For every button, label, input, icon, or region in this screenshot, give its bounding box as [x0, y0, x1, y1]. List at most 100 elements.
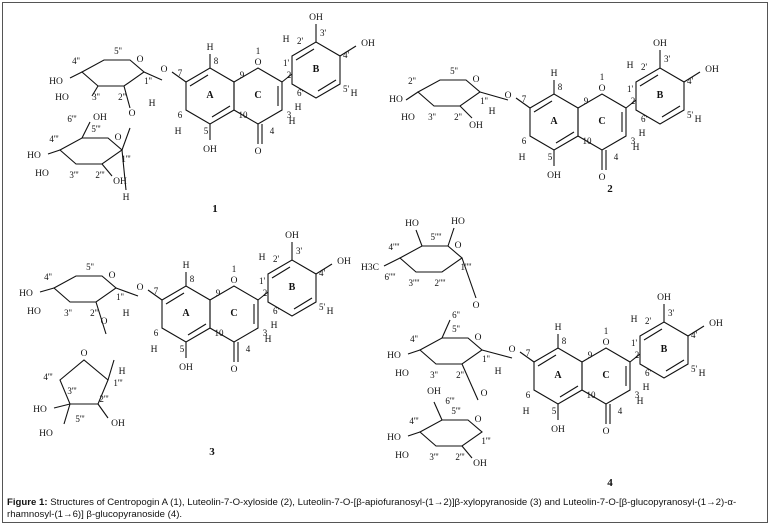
- c4-rha-c2-label: 2'''': [435, 278, 446, 288]
- c3-xyl-o7-link: [115, 287, 139, 297]
- compound-number-1: 1: [212, 203, 218, 215]
- c1-h-8: H: [207, 43, 214, 53]
- c4-ring-b-label: B: [661, 344, 668, 355]
- c1-pos-3p: 3': [320, 28, 327, 38]
- c2-pos-5: 5: [548, 152, 553, 162]
- c1-xyl-o2-link: [123, 85, 131, 109]
- c2-ring-a-double-bond: [533, 100, 553, 113]
- c3-h-2p: H: [259, 253, 266, 263]
- c1-glc-c6-bond: [81, 121, 91, 139]
- c4-glc-c2-label: 2'': [456, 370, 464, 380]
- c3-xyl-o2-link: [95, 301, 107, 335]
- c4-ring-c-label: C: [602, 370, 609, 381]
- c4-glc-ho-4: HO: [387, 351, 401, 361]
- c3-api-c5-bond: [63, 403, 71, 425]
- c3-pos-10: 10: [215, 328, 225, 338]
- c4-oh-3p: OH: [657, 293, 671, 303]
- c4-glc-pos-6: 6'': [452, 310, 460, 320]
- c1-pos-2: 2: [287, 70, 292, 80]
- c3-oh4p-bond: [315, 263, 333, 275]
- c3-pos-3: 3: [263, 328, 268, 338]
- c1-ring-b-double-bond: [295, 48, 315, 61]
- c1-carbonyl-oxygen: O: [255, 147, 262, 157]
- compound-number-3: 3: [209, 446, 215, 458]
- c2-xyl-c3-label: 3'': [428, 112, 436, 122]
- c2-pos-6: 6: [522, 136, 527, 146]
- c2-pos-9: 9: [584, 96, 589, 106]
- c3-h-6p: H: [271, 321, 278, 331]
- c1-glc-oh-6: OH: [93, 113, 107, 123]
- c3-api-oh3-bond: [53, 403, 71, 409]
- c2-c2-c1p-bond: [625, 99, 637, 109]
- c4-rha-anomeric-label: 1'''': [461, 262, 472, 272]
- compound-number-2: 2: [607, 183, 613, 195]
- c3-api-pos-3: 3''': [67, 386, 77, 396]
- c3-ring-a-double-bond: [187, 323, 207, 336]
- c1-glc-oh4-bond: [47, 149, 61, 155]
- c3-ring-oxygen: O: [231, 276, 238, 286]
- c2-pos-10: 10: [583, 136, 593, 146]
- c3-api-oh-2: OH: [111, 419, 125, 429]
- c4-tglc-c2-label: 2''': [455, 452, 465, 462]
- c4-glc-ho-3: HO: [395, 369, 409, 379]
- c3-carbonyl-oxygen: O: [231, 365, 238, 375]
- c4-c2-c1p-bond: [629, 353, 641, 363]
- c4-pos-5p: 5': [691, 364, 698, 374]
- c2-ring-b-label: B: [657, 90, 664, 101]
- c2-pos-3p: 3': [664, 54, 671, 64]
- c3-h-8: H: [183, 261, 190, 271]
- c3-api-furanose-bonds: [59, 359, 109, 405]
- c1-pos-10: 10: [239, 110, 249, 120]
- c1-xyl-o7-link: [143, 71, 163, 81]
- c4-glc-c3-label: 3'': [430, 370, 438, 380]
- c4-tglc-oh4-bond: [407, 431, 421, 437]
- c4-glc-c6-bond: [441, 319, 451, 339]
- c2-pos-2p: 2': [641, 62, 648, 72]
- c2-h-8: H: [551, 69, 558, 79]
- c3-ring-c-label: C: [230, 308, 237, 319]
- c3-pos-1: 1: [232, 264, 237, 274]
- c2-pos-2: 2: [631, 96, 636, 106]
- c3-oh-4p: OH: [337, 257, 351, 267]
- c4-tglc-ring-oxygen: O: [475, 415, 482, 425]
- c2-ring-a-label: A: [550, 116, 558, 127]
- c4-tglc-oh2-bond: [461, 445, 473, 459]
- c4-rha-ho-3: HO: [451, 217, 465, 227]
- c2-xyl-h1: H: [489, 107, 496, 117]
- c1-glc-ho-3: HO: [35, 169, 49, 179]
- c4-ring-c-bonds: [581, 347, 631, 405]
- c2-xyl-o7-link: [479, 91, 509, 101]
- c2-pos-1p: 1': [627, 84, 634, 94]
- c1-glc-c3-label: 3''': [69, 170, 79, 180]
- c1-xyl-ho-4: HO: [49, 77, 63, 87]
- c3-ring-a-label: A: [182, 308, 190, 319]
- c2-oh-4p: OH: [705, 65, 719, 75]
- c4-tglc-c6-bond: [433, 401, 443, 421]
- c4-tglc-c5-label: 5''': [451, 406, 461, 416]
- c2-xyl-c2-label: 2'': [454, 112, 462, 122]
- c3-xyl-ring-oxygen: O: [109, 271, 116, 281]
- c4-pos-2p: 2': [645, 316, 652, 326]
- c2-h-6p: H: [639, 129, 646, 139]
- c2-pos-4p: 4': [687, 76, 694, 86]
- c1-ring-c-bonds: [233, 67, 283, 125]
- c3-pos-6p: 6': [273, 306, 280, 316]
- c3-xyl-ho-4: HO: [19, 289, 33, 299]
- c3-xyl-c5-label: 5'': [86, 262, 94, 272]
- c2-ring-b-double-bond: [639, 74, 659, 87]
- c2-h-6: H: [519, 153, 526, 163]
- c1-oh-4p: OH: [361, 39, 375, 49]
- c2-xyl-ho-4: HO: [389, 95, 403, 105]
- c2-ring-c-bonds: [577, 93, 627, 151]
- c1-h-3: H: [289, 117, 296, 127]
- c4-glc-o7-link: [481, 349, 513, 359]
- caption-text: Structures of Centropogin A (1), Luteoli…: [7, 497, 737, 520]
- c4-glc-oh4-bond: [407, 349, 421, 355]
- c3-pos-2: 2: [263, 288, 268, 298]
- c1-pos-1p: 1': [283, 58, 290, 68]
